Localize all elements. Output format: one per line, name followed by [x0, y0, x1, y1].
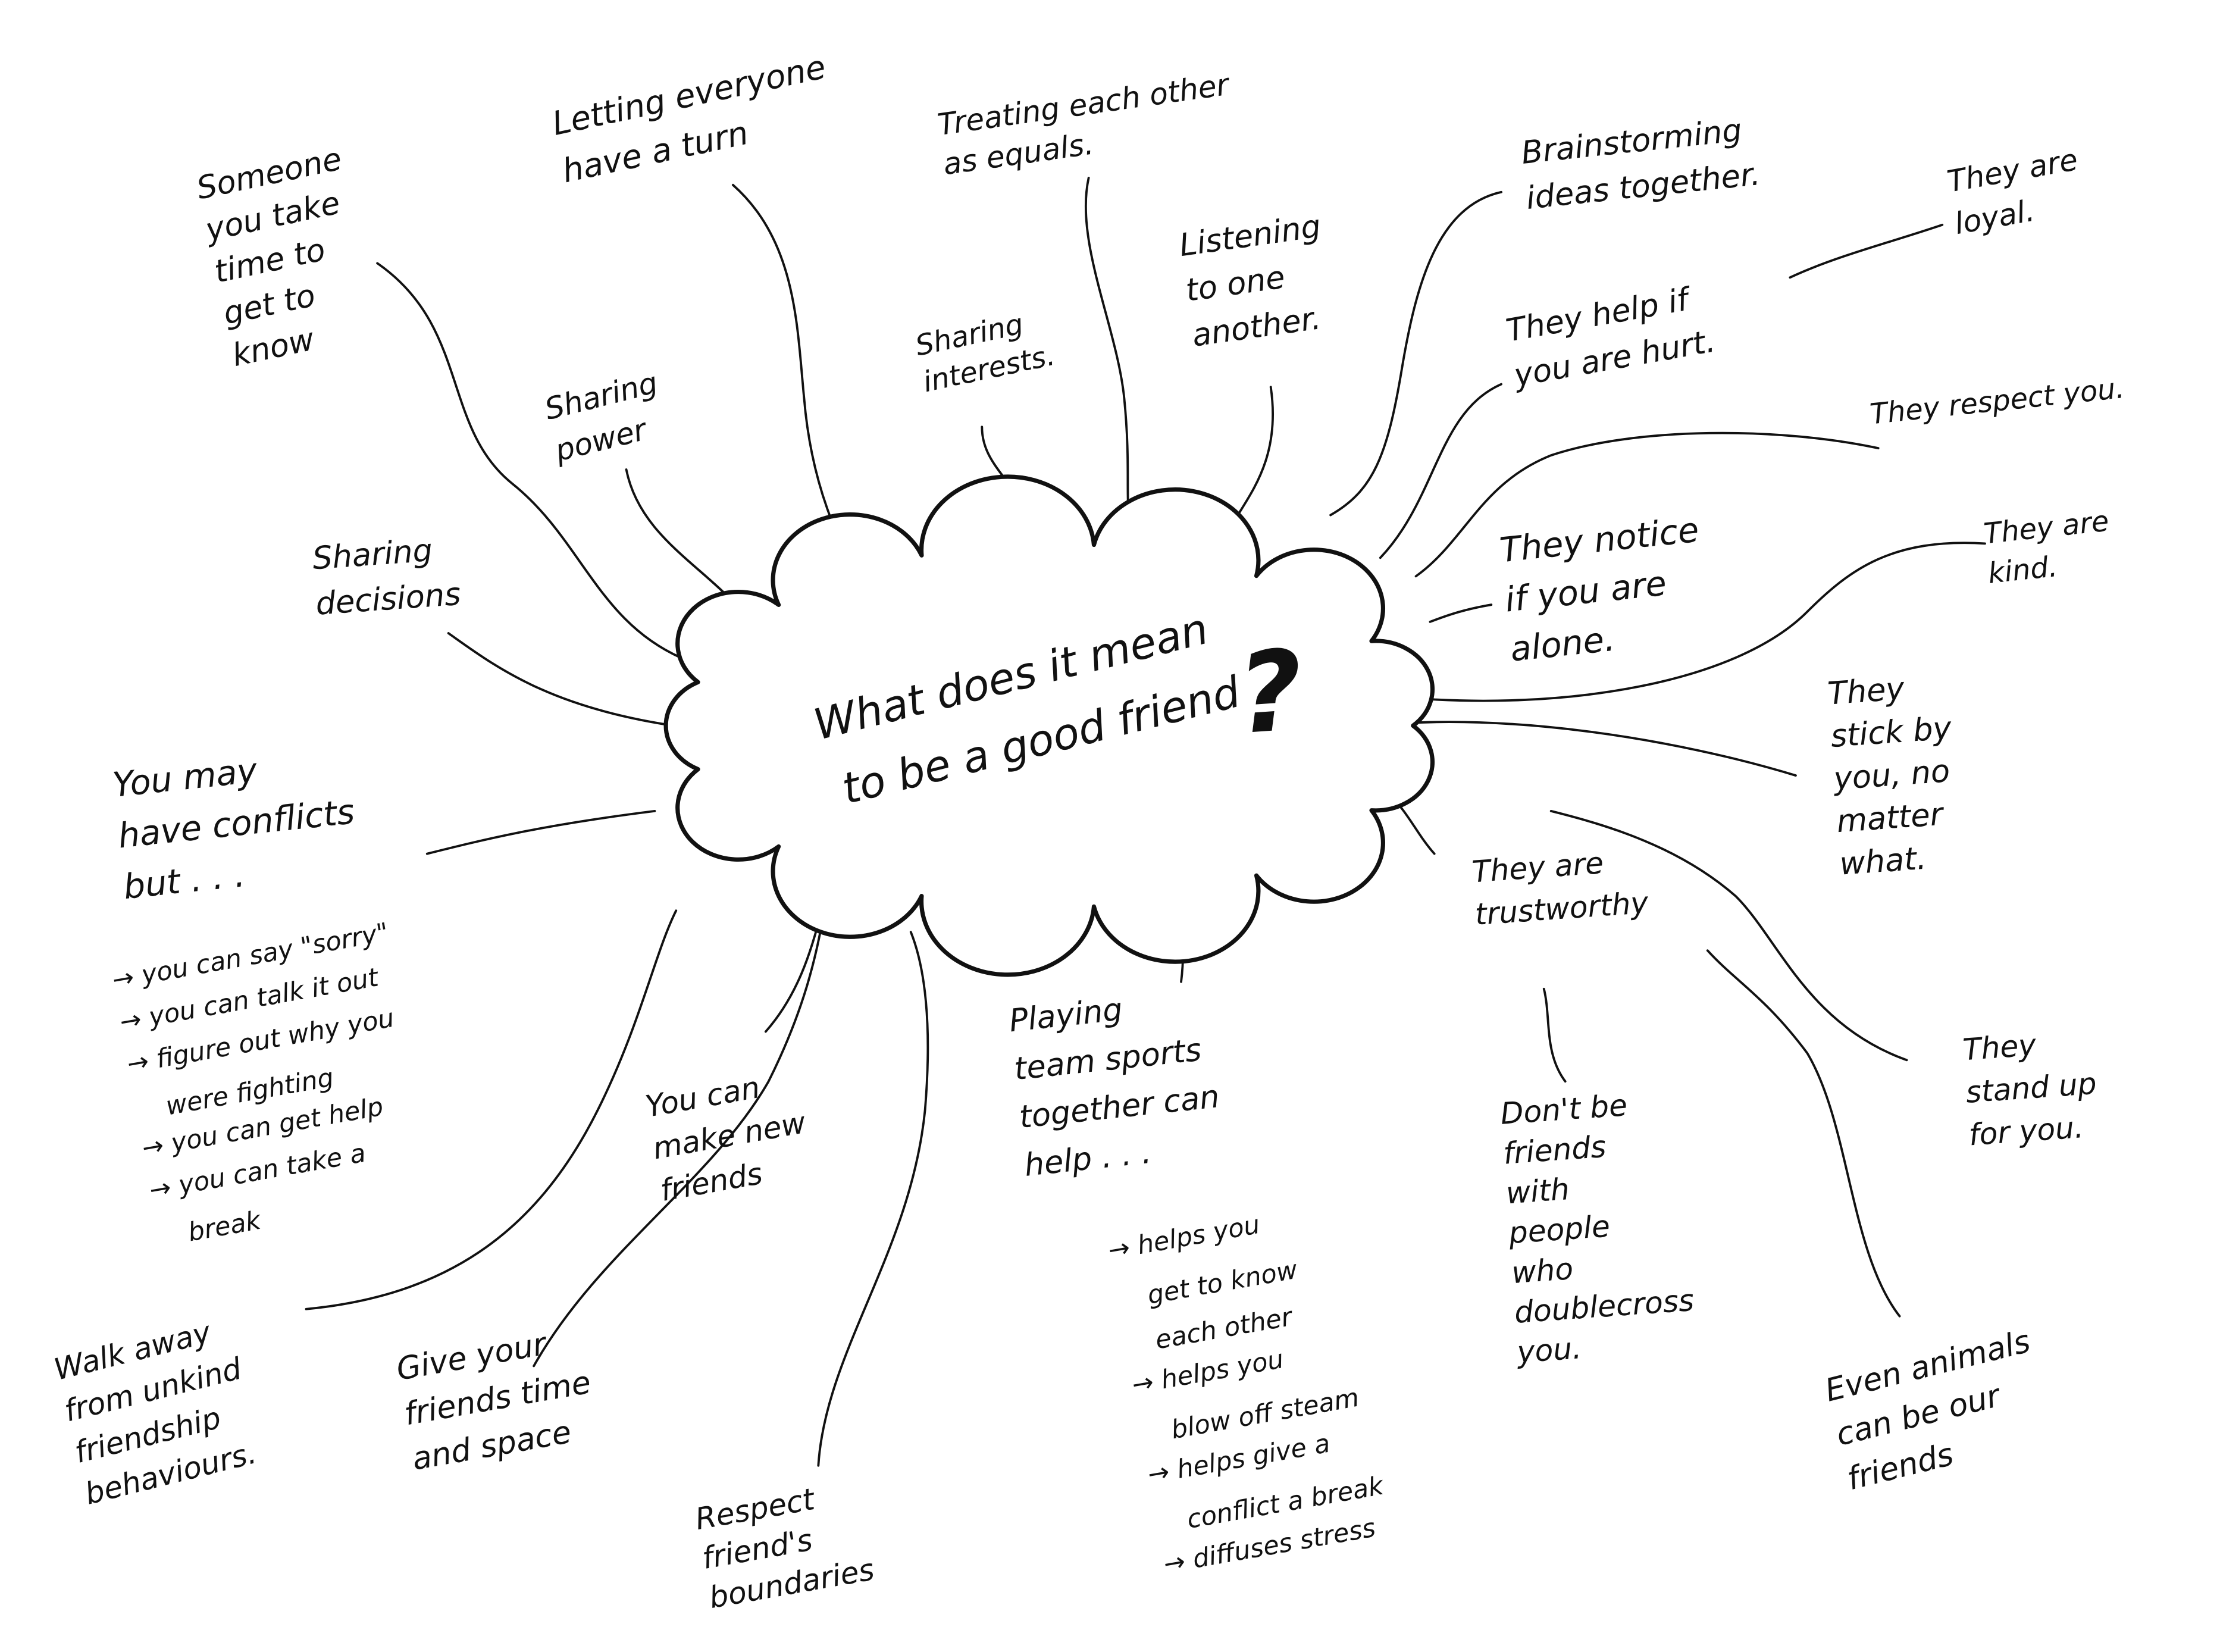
- node-stick-line: They: [1827, 671, 1906, 712]
- node-doublecross-line: Don't be: [1499, 1087, 1629, 1131]
- connector-doublecross: [1542, 987, 1567, 1083]
- connector-standup: [1549, 809, 1908, 1062]
- node-kind-line: They are: [1982, 505, 2110, 551]
- node-decisions-line: Sharing: [311, 532, 434, 577]
- connector-respect: [1414, 431, 1880, 578]
- node-power-line: Sharing: [541, 365, 661, 427]
- node-stick-line: matter: [1836, 796, 1946, 840]
- connector-boundaries: [817, 931, 929, 1467]
- connector-kind: [1400, 542, 1986, 702]
- node-doublecross-line: who: [1510, 1251, 1574, 1290]
- node-conflicts-line: but . . .: [121, 855, 247, 907]
- connector-timespace: [533, 905, 827, 1368]
- node-notice-line: They notice: [1498, 510, 1701, 571]
- node-standup-line: for you.: [1968, 1109, 2085, 1152]
- connector-walkaway: [305, 909, 678, 1310]
- node-sports-line: help . . .: [1023, 1134, 1153, 1184]
- node-conflicts-line: You may: [111, 750, 259, 805]
- node-sports-items-line: blow off steam: [1169, 1383, 1361, 1446]
- question-mark: ?: [1233, 625, 1307, 759]
- node-sports-line: Playing: [1007, 991, 1124, 1040]
- node-respect-line: They respect you.: [1868, 372, 2126, 431]
- connector-treating: [1084, 176, 1133, 528]
- central-cloud-shape: [663, 474, 1435, 977]
- node-listening-line: Listening: [1177, 208, 1323, 264]
- node-listening-line: another.: [1190, 300, 1323, 354]
- connector-brainstorming: [1329, 190, 1502, 517]
- node-stick-line: you, no: [1831, 753, 1951, 797]
- node-stick-line: what.: [1839, 840, 1928, 883]
- node-decisions-line: decisions: [315, 576, 462, 622]
- connector-loyal: [1789, 223, 1944, 279]
- node-newfriends-line: friends: [657, 1156, 765, 1208]
- node-doublecross-line: with: [1505, 1171, 1570, 1210]
- connector-conflicts: [425, 809, 656, 855]
- node-sports-items-line: get to know: [1145, 1255, 1300, 1311]
- node-standup-line: They: [1962, 1027, 2038, 1068]
- node-loyal-line: loyal.: [1952, 193, 2037, 242]
- node-listening-line: to one: [1183, 259, 1287, 309]
- node-sports-line: team sports: [1013, 1032, 1203, 1088]
- node-sports-line: together can: [1017, 1078, 1221, 1135]
- node-loyal-line: They are: [1945, 142, 2080, 199]
- node-notice-line: if you are: [1503, 564, 1668, 620]
- connector-lines: [305, 176, 1986, 1467]
- node-standup-line: stand up: [1965, 1066, 2098, 1110]
- node-doublecross-line: people: [1507, 1209, 1611, 1251]
- node-stick-line: stick by: [1830, 710, 1953, 755]
- node-trustworthy-line: trustworthy: [1474, 885, 1650, 932]
- node-doublecross-line: you.: [1515, 1330, 1583, 1370]
- node-doublecross-line: doublecross: [1513, 1282, 1695, 1330]
- node-notice-line: alone.: [1508, 619, 1617, 669]
- node-sports-items-line: → helps you: [1106, 1210, 1263, 1266]
- connector-someone: [376, 262, 692, 663]
- node-conflicts-line: have conflicts: [116, 791, 356, 856]
- connector-listening: [1233, 386, 1275, 521]
- node-trustworthy-line: They are: [1471, 845, 1605, 889]
- connector-decisions: [447, 632, 696, 730]
- connector-animals: [1706, 949, 1901, 1318]
- node-conflict-items-line: break: [186, 1206, 264, 1248]
- node-kind-line: kind.: [1986, 550, 2059, 590]
- node-sports-items-line: → helps you: [1130, 1344, 1286, 1400]
- connector-stick: [1372, 721, 1797, 777]
- node-doublecross-line: friends: [1502, 1129, 1607, 1171]
- connector-hurt: [1379, 383, 1502, 559]
- connector-notice: [1429, 603, 1493, 623]
